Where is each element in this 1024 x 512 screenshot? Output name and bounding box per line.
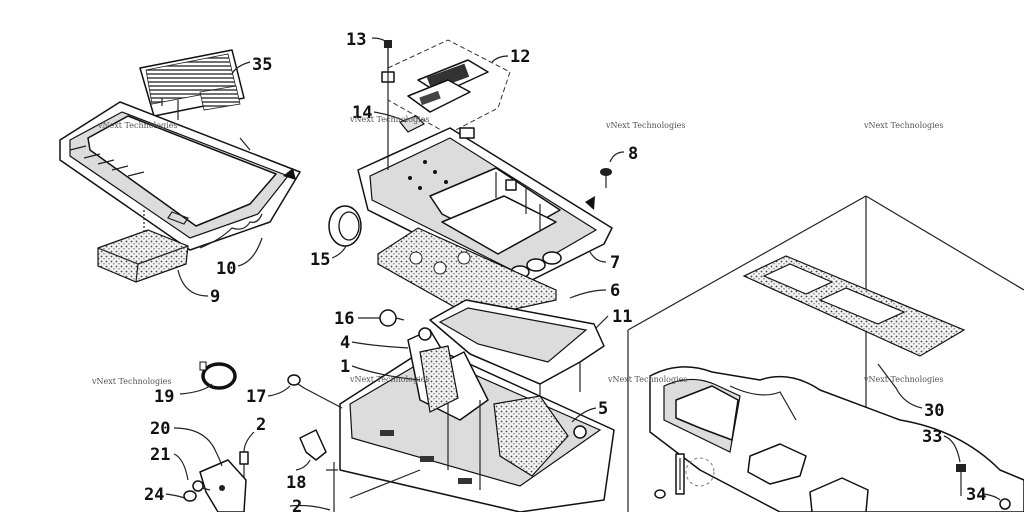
callout-16: 16	[334, 309, 354, 329]
cover-part	[59, 98, 301, 251]
screw-21-part	[192, 480, 211, 492]
callout-10: 10	[216, 259, 236, 279]
watermark-3: vNext Technologies	[605, 121, 685, 130]
callout-2: 2	[256, 415, 266, 435]
foam-left-part	[419, 345, 459, 413]
callout-15: 15	[310, 250, 330, 270]
leader-guides	[303, 48, 421, 512]
callout-30: 30	[924, 401, 944, 421]
callout-7: 7	[610, 253, 620, 273]
callout-13: 13	[346, 30, 366, 50]
callout-24: 24	[144, 485, 164, 505]
filter-foam-part	[97, 210, 189, 283]
callout-35: 35	[252, 55, 272, 75]
clamp-ring-19-part	[199, 361, 237, 390]
watermark-4: vNext Technologies	[863, 121, 943, 130]
callout-34: 34	[966, 485, 986, 505]
screw-17-part	[287, 374, 305, 389]
callout-6: 6	[610, 281, 620, 301]
decal-part	[139, 49, 245, 117]
detail-panel	[627, 195, 1024, 512]
foam-right-part	[493, 395, 569, 477]
watermark-1: vNext Technologies	[97, 121, 177, 130]
callout-17: 17	[246, 387, 266, 407]
watermark-8: vNext Technologies	[863, 375, 943, 384]
leader-lines	[165, 37, 1001, 511]
callout-20: 20	[150, 419, 170, 439]
tray-part	[357, 127, 613, 287]
callout-21: 21	[150, 445, 170, 465]
watermark-2: vNext Technologies	[349, 115, 429, 124]
clip-18-part	[299, 429, 327, 461]
grommet-15-part	[328, 205, 362, 247]
nut-34-part	[999, 498, 1011, 510]
callout-8: 8	[628, 144, 638, 164]
bracket-14-part	[399, 115, 426, 133]
watermark-5: vNext Technologies	[91, 377, 171, 386]
bracket-20-part	[199, 459, 247, 512]
watermark-7: vNext Technologies	[607, 375, 687, 384]
callout-11: 11	[612, 307, 632, 327]
watermark-6: vNext Technologies	[349, 375, 429, 384]
callout-19: 19	[154, 387, 174, 407]
duct-part	[649, 366, 1024, 512]
callout-33: 33	[922, 427, 942, 447]
module-part	[387, 39, 511, 135]
knob-16-part	[379, 309, 405, 327]
callout-4: 4	[340, 333, 350, 353]
bolt-24-part	[183, 490, 197, 502]
callout-2-lower: 2	[292, 497, 302, 512]
callout-14: 14	[352, 103, 372, 123]
lid-part	[429, 299, 605, 410]
callout-5: 5	[598, 399, 608, 419]
callout-1: 1	[340, 357, 350, 377]
callout-9: 9	[210, 287, 220, 307]
strap-part	[654, 453, 715, 499]
callout-18: 18	[286, 473, 306, 493]
seal-30-part	[742, 255, 966, 357]
push-pin-8-part	[600, 168, 612, 188]
screw-33-part	[956, 464, 966, 496]
callout-12: 12	[510, 47, 530, 67]
foam-pad-part	[377, 227, 557, 319]
